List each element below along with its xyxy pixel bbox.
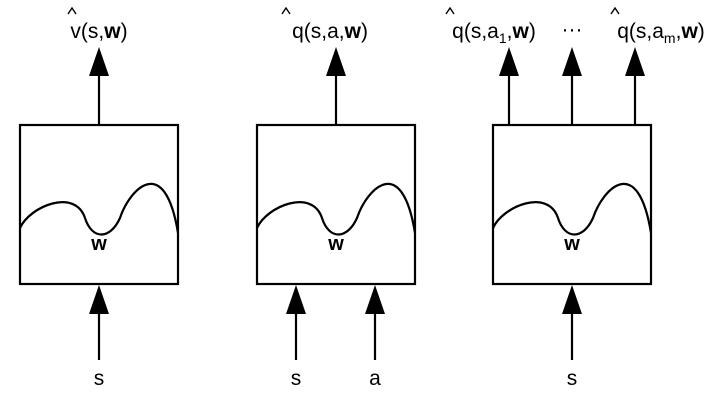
output-arrow-1 (499, 47, 519, 125)
input-label-s: s (291, 367, 302, 390)
output-ellipsis: ··· (562, 18, 583, 41)
approximator-box (18, 123, 180, 286)
input-label-a: a (369, 367, 381, 390)
weight-label: w (90, 233, 107, 255)
output-label-q-hat-am: q(s,am,w) (617, 20, 705, 46)
hat-mark (281, 6, 291, 15)
output-arrow-2 (562, 47, 582, 125)
approximator-box (491, 123, 653, 286)
panel-multi-action-value: w q(s,a1,w) ··· q(s,am,w) s (445, 6, 705, 390)
hat-mark (610, 6, 620, 15)
output-arrow-3 (625, 47, 645, 125)
weight-label: w (563, 233, 580, 255)
hat-mark (67, 6, 77, 15)
panel-action-value: w q(s,a,w) s a (255, 6, 417, 390)
output-arrow (326, 47, 346, 125)
input-arrow-a (365, 285, 385, 360)
weight-label: w (327, 233, 344, 255)
input-arrow (562, 285, 582, 360)
input-arrow (89, 285, 109, 360)
output-arrow (89, 47, 109, 125)
output-label-v-hat: v(s,w) (70, 20, 127, 43)
hat-mark (445, 6, 455, 15)
panel-state-value: w v(s,w) s (18, 6, 180, 390)
input-label-s: s (567, 367, 578, 390)
output-label-q-hat: q(s,a,w) (292, 20, 368, 43)
approximator-box (255, 123, 417, 286)
output-label-q-hat-a1: q(s,a1,w) (452, 20, 536, 46)
input-label-s: s (94, 367, 105, 390)
input-arrow-s (286, 285, 306, 360)
